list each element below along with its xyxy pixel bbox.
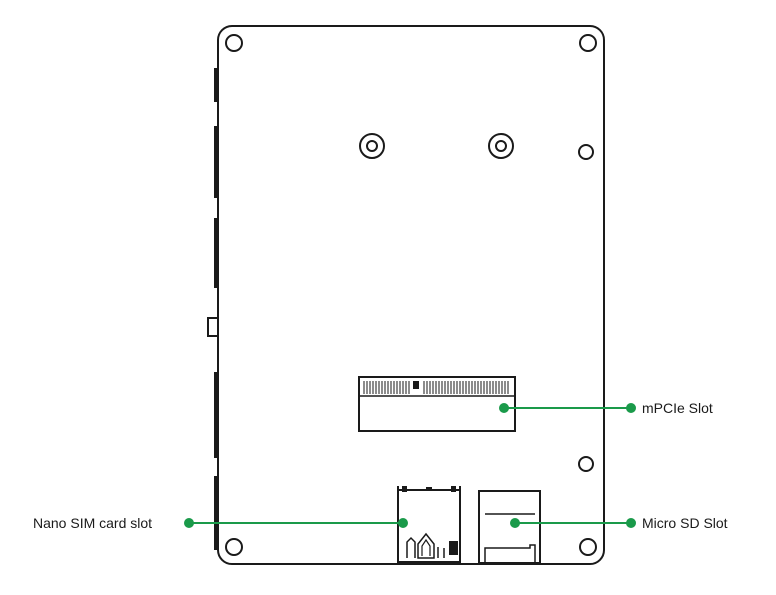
mpcie-leader-dot-end [626,403,636,413]
mounting-hole-right-upper [578,144,594,160]
mpcie-slot [358,376,516,432]
nanosim-leader-dot-start [184,518,194,528]
board-outline [217,25,605,565]
micro-sd-slot-label: Micro SD Slot [642,515,728,531]
micro-sd-slot [478,490,541,564]
mounting-hole-right-lower [578,456,594,472]
standoffs [359,133,514,159]
mpcie-pin-row [363,381,509,394]
nano-sim-slot-label: Nano SIM card slot [33,515,153,531]
nanosim-leader-dot-end [398,518,408,528]
callout-leaders [184,403,636,528]
microsd-leader-dot-end [626,518,636,528]
mpcie-leader-dot-start [499,403,509,413]
mpcie-slot-label: mPCIe Slot [642,400,713,416]
standoff-right [488,133,514,159]
left-edge-connectors [214,68,218,550]
mounting-hole-top-left [225,34,243,52]
mpcie-key [413,381,419,389]
standoff-left [359,133,385,159]
mounting-hole-bottom-left [225,538,243,556]
side-switch [207,317,219,337]
mounting-holes [225,34,597,556]
microsd-leader-dot-start [510,518,520,528]
mounting-hole-top-right [579,34,597,52]
mounting-hole-bottom-right [579,538,597,556]
